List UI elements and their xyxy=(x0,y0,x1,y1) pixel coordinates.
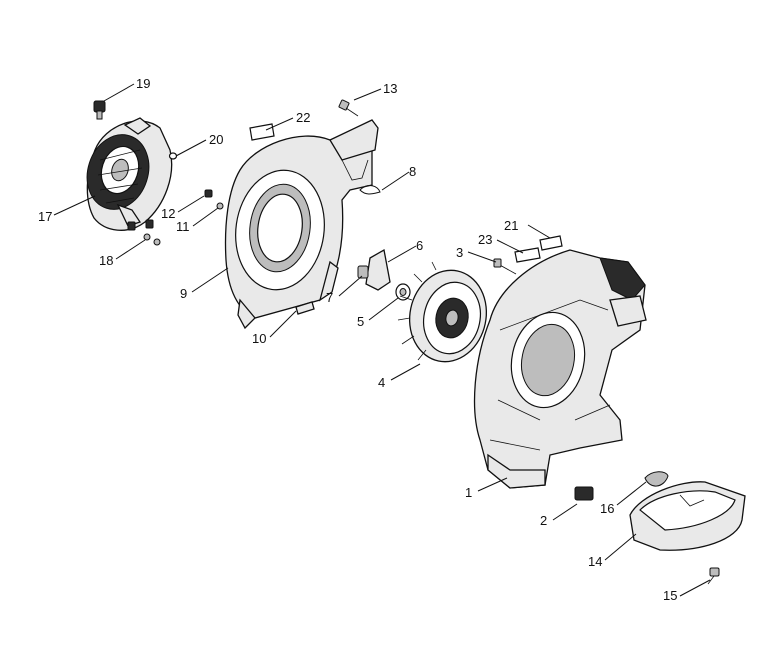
callout-2: 2 xyxy=(540,513,547,528)
part-1-main-housing xyxy=(473,249,647,489)
callout-1: 1 xyxy=(465,485,472,500)
callout-19: 19 xyxy=(136,76,150,91)
callout-22: 22 xyxy=(296,110,310,125)
callout-12: 12 xyxy=(161,206,175,221)
part-3-bolt xyxy=(493,258,517,275)
part-23-label xyxy=(514,247,541,263)
callout-labels: 1 2 3 4 5 6 7 8 9 10 11 12 13 14 15 16 1… xyxy=(38,76,677,603)
part-22-label xyxy=(249,123,275,141)
part-21-label xyxy=(539,235,563,251)
part-16-grip xyxy=(644,471,669,487)
leader-lines xyxy=(53,83,711,597)
part-19-bolt xyxy=(93,100,106,120)
callout-7: 7 xyxy=(326,290,333,305)
callout-15: 15 xyxy=(663,588,677,603)
callout-21: 21 xyxy=(504,218,518,233)
part-18-pins xyxy=(127,219,161,246)
callout-9: 9 xyxy=(180,286,187,301)
part-14-base-plate xyxy=(629,481,746,551)
callout-8: 8 xyxy=(409,164,416,179)
part-15-screw xyxy=(707,567,720,585)
part-7-pin xyxy=(357,265,369,279)
callout-20: 20 xyxy=(209,132,223,147)
callout-3: 3 xyxy=(456,245,463,260)
callout-16: 16 xyxy=(600,501,614,516)
part-9-fan-housing xyxy=(224,119,379,330)
part-11-screw xyxy=(216,202,224,210)
callout-23: 23 xyxy=(478,232,492,247)
callout-4: 4 xyxy=(378,375,385,390)
part-5-washer xyxy=(395,283,411,301)
part-6-bracket xyxy=(365,248,391,291)
callout-13: 13 xyxy=(383,81,397,96)
callout-11: 11 xyxy=(176,219,190,234)
part-2-block xyxy=(574,486,594,501)
part-8-clip xyxy=(359,185,381,195)
part-20-ring xyxy=(168,152,178,160)
callout-17: 17 xyxy=(38,209,52,224)
part-10-clip xyxy=(295,301,315,315)
callout-5: 5 xyxy=(357,314,364,329)
callout-18: 18 xyxy=(99,253,113,268)
part-17-starter-cover xyxy=(86,117,173,231)
part-13-bolt xyxy=(338,99,359,117)
part-12-screw xyxy=(204,189,213,198)
callout-14: 14 xyxy=(588,554,602,569)
callout-10: 10 xyxy=(252,331,266,346)
part-4-fan xyxy=(397,261,488,363)
callout-6: 6 xyxy=(416,238,423,253)
